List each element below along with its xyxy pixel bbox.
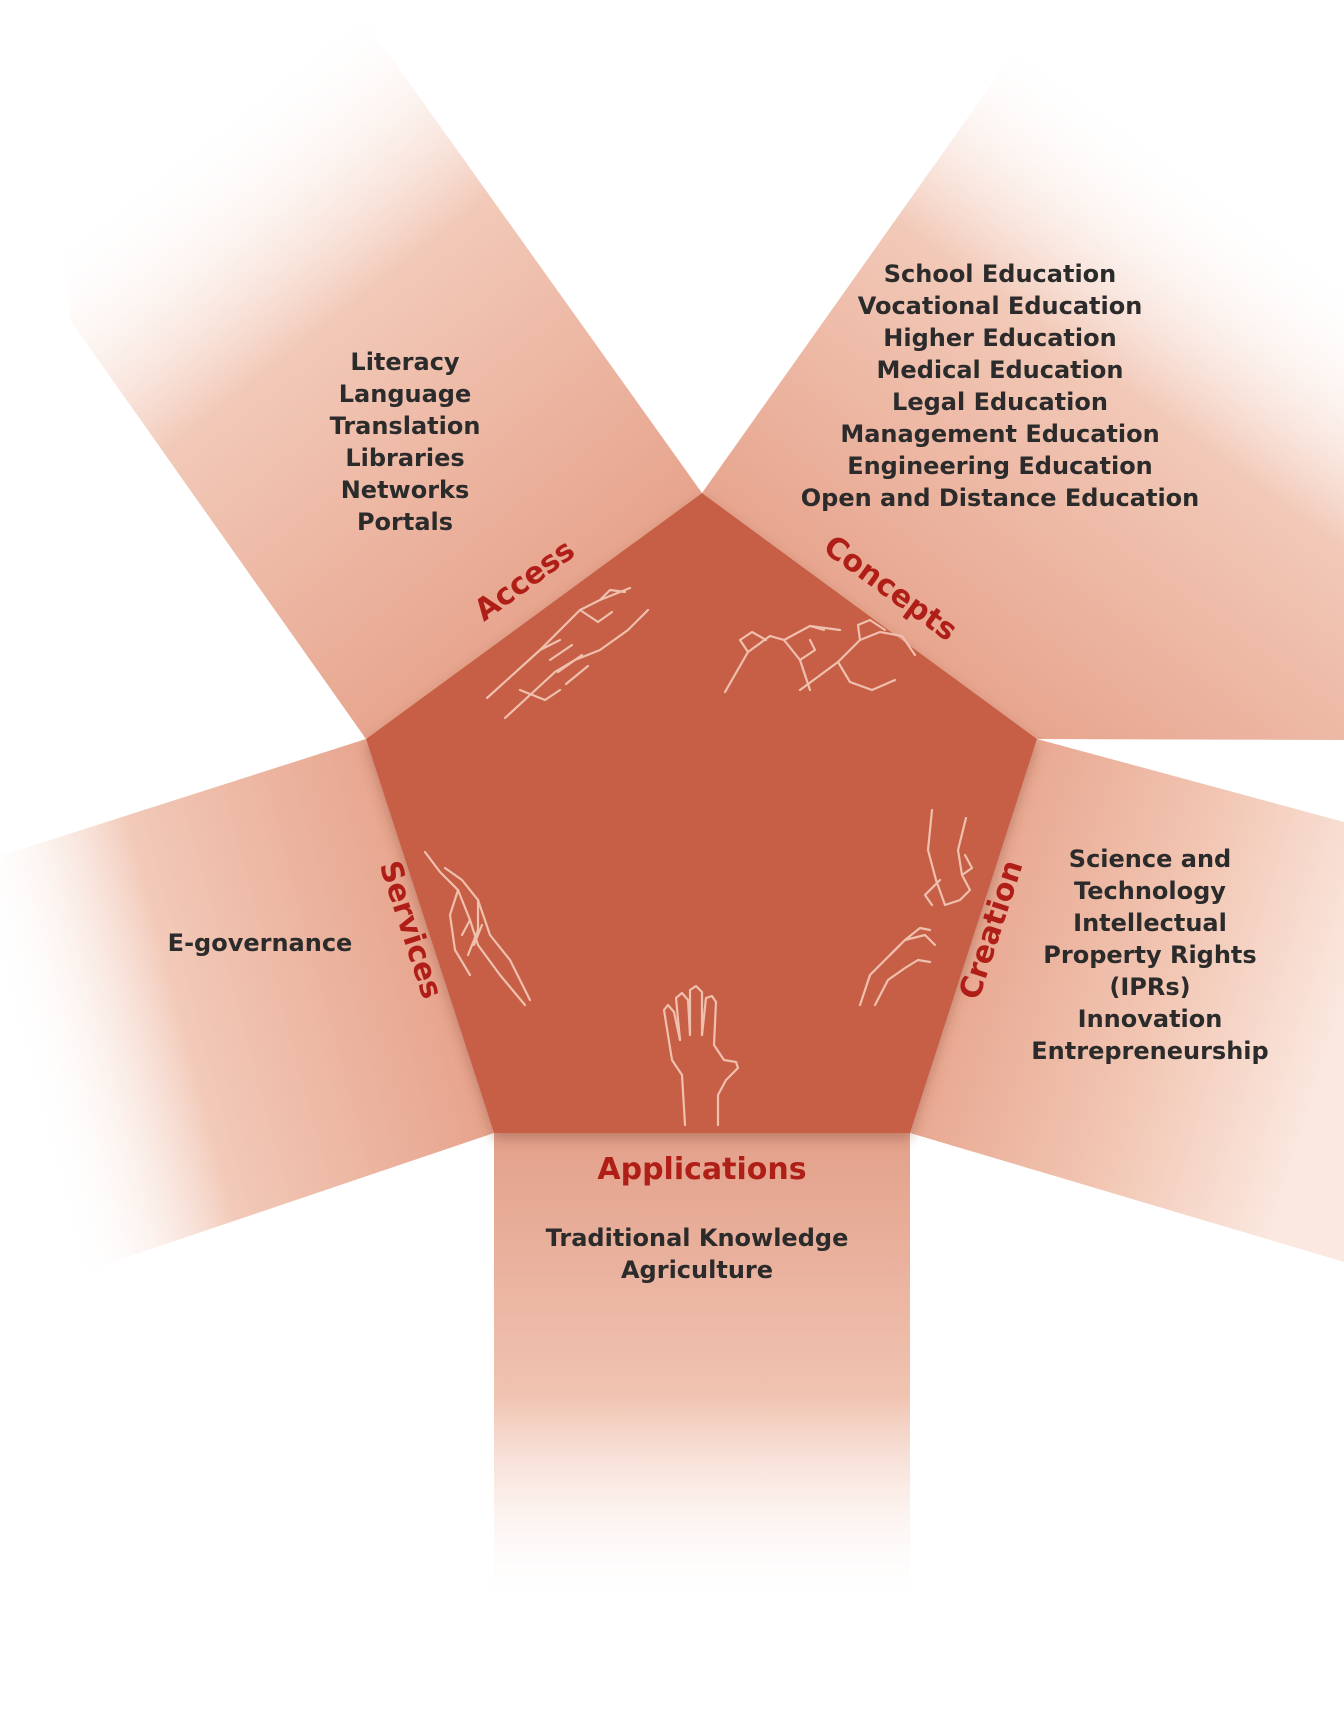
list-item: Portals: [356, 508, 454, 536]
list-item: E-governance: [167, 929, 353, 957]
list-item: Language: [338, 380, 472, 408]
list-item: Legal Education: [892, 388, 1108, 416]
reaching-hands-icon: [858, 808, 974, 1007]
list-item: Translation: [329, 412, 481, 440]
list-item: Management Education: [840, 420, 1160, 448]
handshake-icon: [485, 586, 650, 720]
applications-items: Traditional Knowledge Agriculture: [537, 1222, 857, 1286]
raised-hand-icon: [662, 984, 740, 1127]
list-item: Engineering Education: [847, 452, 1153, 480]
list-item: Intellectual: [1073, 909, 1227, 937]
access-items: Literacy Language Translation Libraries …: [305, 346, 505, 538]
list-item: (IPRs): [1109, 973, 1191, 1001]
list-item: Agriculture: [620, 1256, 774, 1284]
list-item: Libraries: [345, 444, 465, 472]
applications-ray: [494, 1133, 910, 1610]
services-items: E-governance: [160, 927, 360, 959]
list-item: School Education: [883, 260, 1117, 288]
creation-items: Science and Technology Intellectual Prop…: [1020, 843, 1280, 1067]
access-ray: [40, 0, 702, 739]
pointing-hands-icon: [723, 618, 917, 694]
services-ray: [0, 739, 494, 1290]
list-item: Traditional Knowledge: [545, 1224, 849, 1252]
list-item: Entrepreneurship: [1031, 1037, 1269, 1065]
clasped-hands-icon: [423, 850, 532, 1007]
list-item: Literacy: [350, 348, 460, 376]
list-item: Networks: [340, 476, 470, 504]
concepts-items: School Education Vocational Education Hi…: [800, 258, 1200, 514]
applications-label: Applications: [597, 1152, 807, 1187]
concepts-ray: [702, 30, 1344, 740]
center-pentagon: [366, 493, 1037, 1133]
list-item: Medical Education: [876, 356, 1124, 384]
list-item: Open and Distance Education: [800, 484, 1200, 512]
list-item: Higher Education: [883, 324, 1117, 352]
list-item: Science and: [1068, 845, 1232, 873]
list-item: Property Rights: [1043, 941, 1257, 969]
creation-ray: [910, 739, 1344, 1262]
list-item: Innovation: [1077, 1005, 1223, 1033]
list-item: Vocational Education: [857, 292, 1143, 320]
list-item: Technology: [1074, 877, 1226, 905]
